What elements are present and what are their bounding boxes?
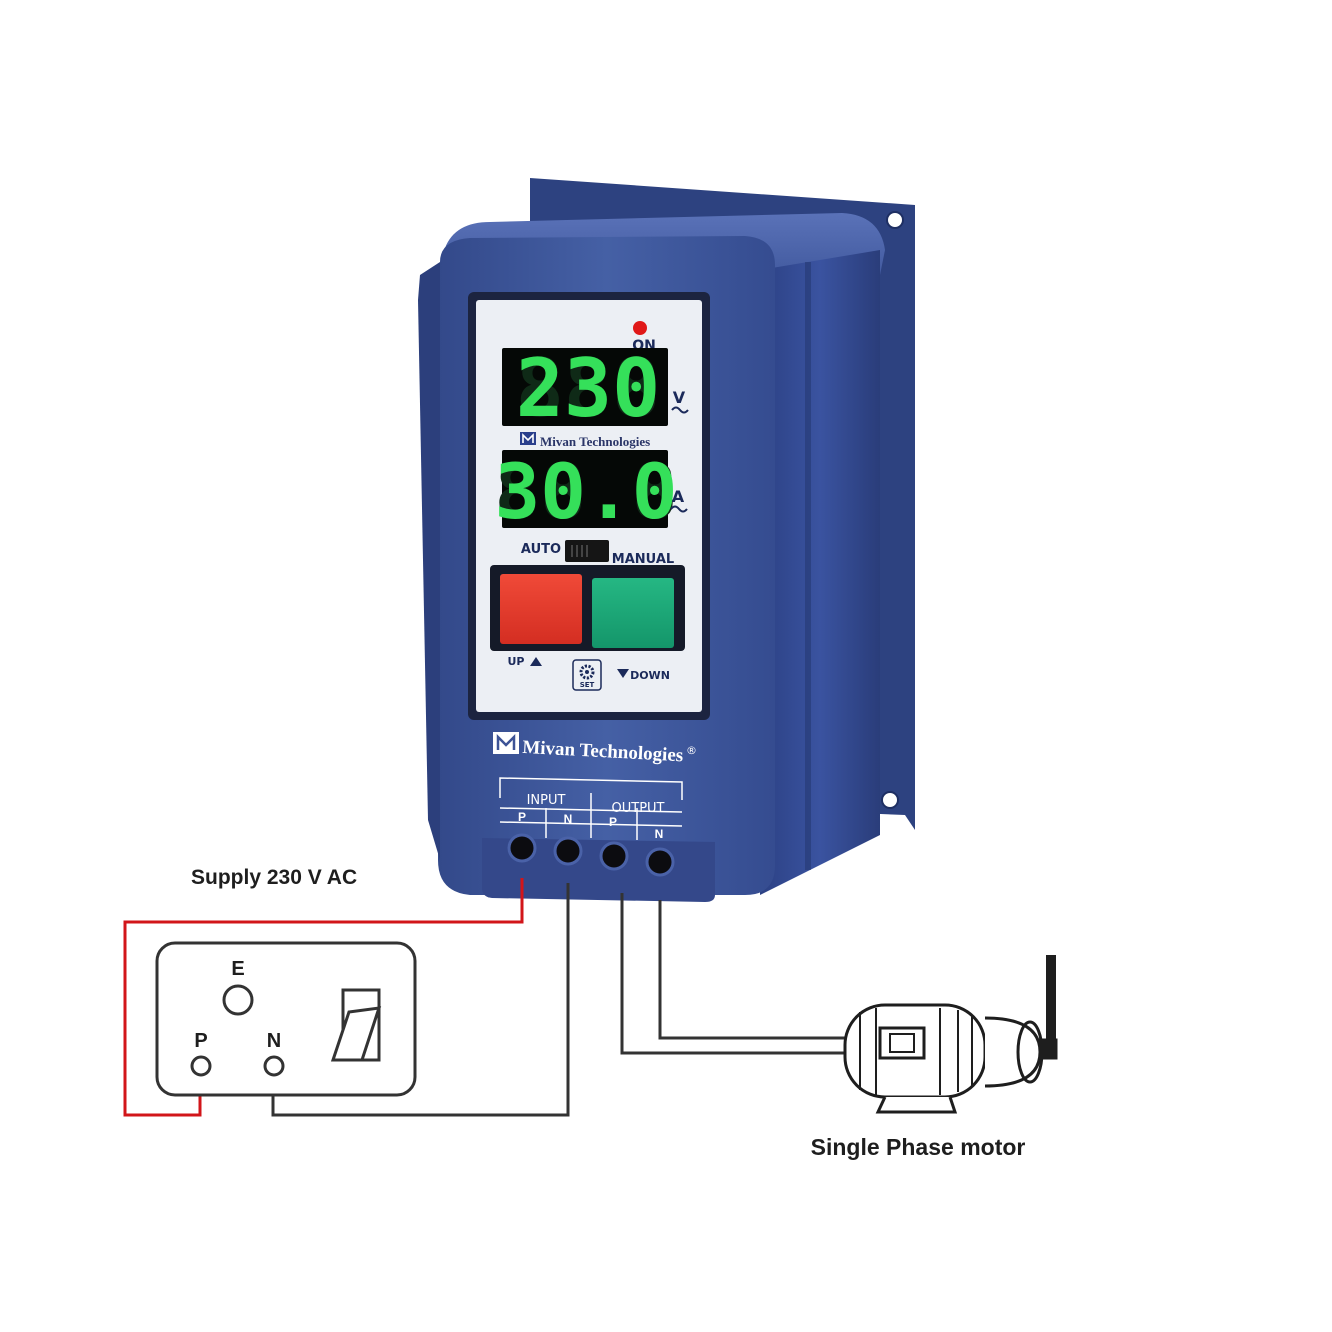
output-phase-wire <box>620 893 845 1055</box>
panel-brand: Mivan Technologies <box>540 434 650 449</box>
current-display <box>502 450 668 528</box>
up-label: UP <box>508 655 525 668</box>
gear-icon <box>579 664 595 680</box>
phase-pin-icon <box>190 1055 212 1077</box>
mode-auto-label: AUTO <box>521 542 561 557</box>
current-value: 30.0 <box>494 447 677 536</box>
neutral-label: N <box>267 1030 281 1052</box>
start-button[interactable] <box>592 578 674 648</box>
panel-logo-icon <box>520 432 536 445</box>
motor-label: Single Phase motor <box>811 1134 1026 1160</box>
switch-ridges-icon <box>571 545 588 557</box>
flange-hole-bottom <box>881 791 899 809</box>
controller-device: ON 888 230 V Mivan Technologies 88.8 30.… <box>418 178 915 902</box>
earth-label: E <box>231 958 244 980</box>
motor-shaft-key <box>1046 955 1056 1055</box>
mode-manual-label: MANUAL <box>612 552 674 567</box>
terminal-hole <box>599 841 629 871</box>
up-arrow-icon <box>530 657 542 666</box>
terminal-hole <box>507 833 537 863</box>
voltage-value: 230 <box>516 342 661 435</box>
supply-label: Supply 230 V AC <box>191 866 357 889</box>
wall-socket: E P N <box>155 941 417 1097</box>
rocker-switch-icon <box>330 988 382 1062</box>
earth-pin-icon <box>222 984 254 1016</box>
phase-wire <box>123 878 524 1117</box>
registered-mark: ® <box>686 744 697 757</box>
phase-label: P <box>194 1030 207 1052</box>
output-neutral-wire <box>658 900 845 1040</box>
terminal-hole <box>645 847 675 877</box>
stop-button[interactable] <box>500 574 582 644</box>
down-label: DOWN <box>630 669 670 682</box>
motor-end-cap <box>984 1016 1042 1088</box>
current-unit: A <box>672 487 685 506</box>
set-label: SET <box>580 681 595 689</box>
terminal-pin-label: P <box>609 815 617 829</box>
terminal-label-block <box>499 777 683 840</box>
terminal-pin-label: P <box>518 810 526 824</box>
neutral-pin-icon <box>263 1055 285 1077</box>
ac-tilde-icon <box>671 406 689 414</box>
down-arrow-icon <box>617 669 629 678</box>
motor-icon <box>843 955 1058 1114</box>
input-label: INPUT <box>527 793 566 808</box>
enclosure-side <box>760 250 880 895</box>
motor-base <box>875 1096 958 1114</box>
flange-hole-top <box>886 211 904 229</box>
voltage-unit: V <box>673 388 686 407</box>
voltage-display <box>502 348 668 426</box>
terminal-hole <box>553 836 583 866</box>
set-button[interactable] <box>572 659 602 691</box>
ac-tilde-icon-2 <box>670 505 688 513</box>
current-digits-ghost: 88.8 <box>494 447 677 536</box>
terminal-pin-label: N <box>655 827 664 841</box>
output-label: OUTPUT <box>612 801 665 816</box>
enclosure-left-lip <box>418 262 440 860</box>
terminal-holes <box>507 833 675 877</box>
body-logo-icon <box>493 732 519 754</box>
power-led-icon <box>633 321 647 335</box>
voltage-digits-ghost: 888 <box>516 342 661 435</box>
terminal-box <box>878 1026 926 1060</box>
terminal-pin-label: N <box>564 812 573 826</box>
